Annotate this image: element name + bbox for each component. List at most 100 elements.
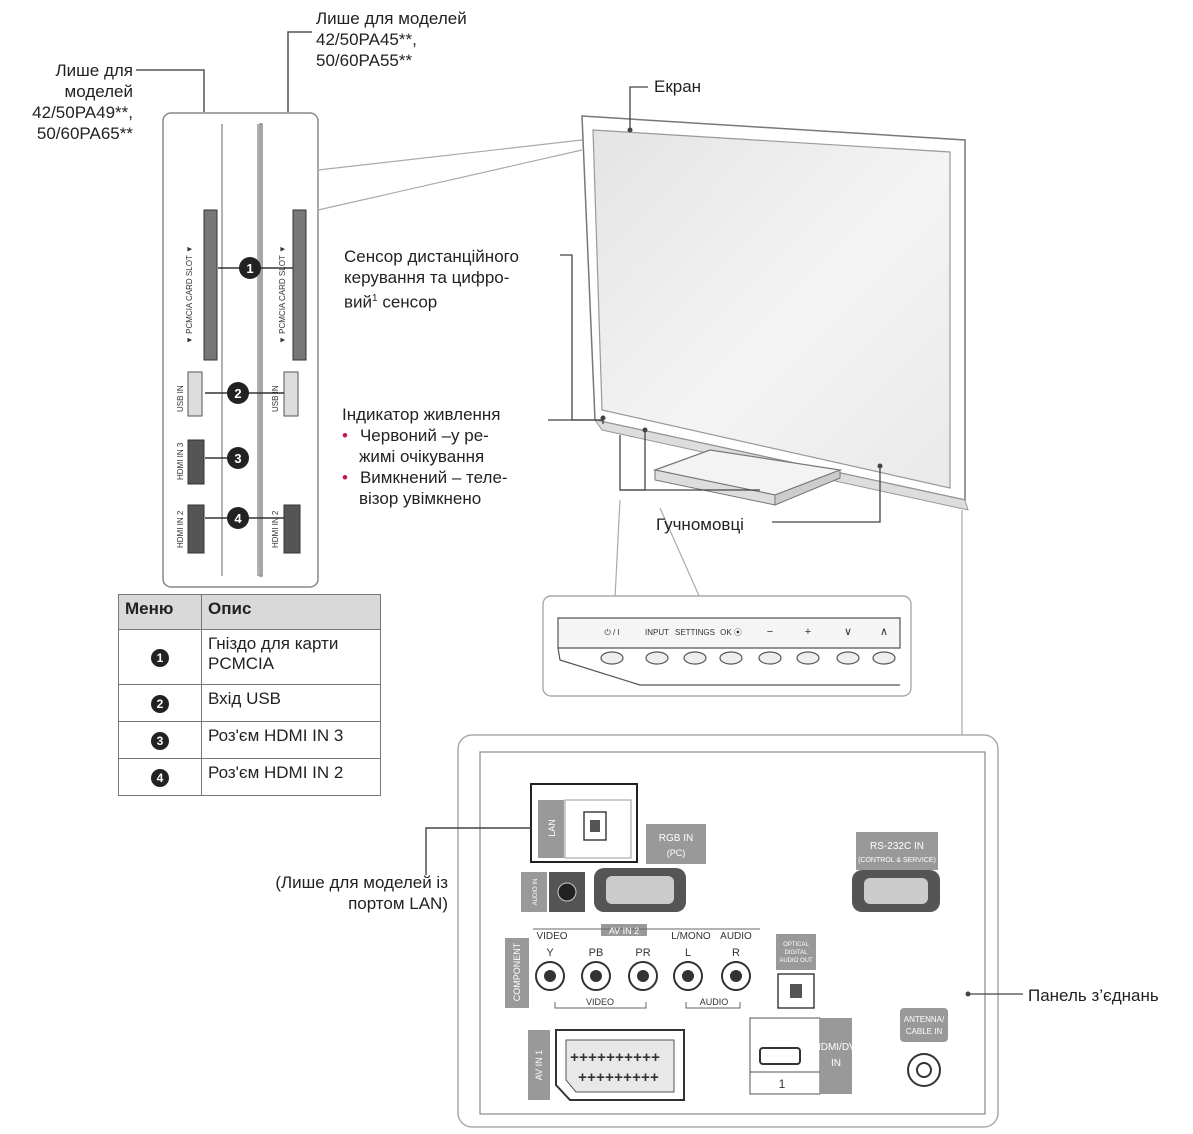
btn-up-label: ∧ [880, 626, 888, 638]
hdmi-num-label: 1 [779, 1077, 786, 1091]
optical-label-2: DIGITAL [785, 950, 809, 956]
remote-sensor-line-3: вий1 сенсор [344, 288, 519, 313]
jack-r-label: R [732, 947, 740, 959]
rs232c-label-1: RS-232C IN [870, 841, 924, 852]
antenna-label-1: ANTENNA/ [904, 1015, 945, 1024]
rgb-in-label-2: (PC) [667, 848, 686, 858]
btn-down-label: ∨ [844, 626, 852, 638]
rgb-in-label-1: RGB IN [659, 833, 693, 844]
jack-y-label: Y [546, 947, 554, 959]
remote-sensor-line-2: керування та цифро- [344, 268, 510, 287]
models-a-line-4: 50/60PA65** [36, 124, 133, 143]
models-b-line-2: 42/50PA45**, [316, 30, 417, 49]
buttons-strip [542, 595, 912, 697]
tv [581, 115, 969, 511]
component-jacks: Y PB PR L R [546, 947, 740, 959]
optical-port [776, 934, 816, 1009]
power-indicator-item-2: • Вимкнений – теле- [342, 467, 508, 488]
models-b-label: Лише для моделей 42/50PA45**, 50/60PA55*… [316, 8, 467, 71]
power-indicator-title: Індикатор живлення [342, 405, 501, 424]
models-a-line-2: моделей [64, 82, 133, 101]
av-in1-label: AV IN 1 [534, 1050, 544, 1080]
scart-port [528, 1029, 685, 1101]
speakers-label: Гучномовці [656, 515, 744, 534]
legend-num-cell: 4 [118, 758, 202, 796]
models-a-line-3: 42/50PA49**, [32, 103, 133, 122]
remote-sensor-line-3b: сенсор [377, 292, 438, 312]
footnote-marker: 1 [372, 293, 378, 304]
btn-minus-label: − [767, 626, 773, 638]
legend-header-menu: Меню [118, 594, 202, 630]
hdmi-dvi-label-2: IN [831, 1058, 841, 1069]
button-knobs [600, 651, 896, 665]
legend-desc-cell: Роз'єм HDMI IN 2 [201, 758, 381, 796]
rgb-in-port [594, 824, 706, 912]
legend-num-cell: 2 [118, 684, 202, 722]
antenna-label-2: CABLE IN [906, 1027, 943, 1036]
av-in2-group [505, 924, 760, 1009]
table-row: 1 Гніздо для карти PCMCIA [118, 629, 381, 685]
slot-label-left: ▼ PCMCIA CARD SLOT ▼ [185, 245, 194, 344]
models-a-label: Лише для моделей 42/50PA49**, 50/60PA65*… [20, 60, 133, 144]
scart-pins: ++++++++++ +++++++++ [570, 1050, 660, 1087]
usb-label-left: USB IN [176, 385, 185, 412]
video-label: VIDEO [536, 931, 567, 942]
svg-text:+++++++++: +++++++++ [578, 1070, 659, 1087]
remote-sensor-line-3a: вий [344, 292, 373, 312]
callout-badges [227, 257, 261, 529]
video-sub-label: VIDEO [586, 997, 614, 1007]
legend-num-cell: 3 [118, 721, 202, 759]
btn-settings-label: SETTINGS [675, 628, 715, 637]
rs232c-label-2: (CONTROL & SERVICE) [858, 857, 936, 864]
btn-input-label: INPUT [645, 628, 669, 637]
legend-desc-1b: PCMCIA [208, 654, 275, 673]
usb-label-right: USB IN [271, 385, 280, 412]
legend-desc-cell: Вхід USB [201, 684, 381, 722]
bullet-icon: • [342, 426, 348, 445]
tv-leader-lines [548, 86, 881, 523]
lan-only-line-2: портом LAN) [348, 894, 448, 913]
btn-plus-label: + [805, 626, 811, 638]
table-row: 4 Роз'єм HDMI IN 2 [118, 758, 381, 796]
table-row: 2 Вхід USB [118, 684, 381, 722]
lan-only-label: (Лише для моделей із портом LAN) [218, 872, 448, 914]
rs232c-port [852, 832, 940, 912]
power-item-2-line-1: Вимкнений – теле- [359, 468, 508, 487]
callout-4: 4 [234, 511, 242, 526]
audio-in-label: AUDIO IN [533, 879, 539, 906]
number-badge: 1 [151, 649, 169, 667]
screen-label: Екран [654, 77, 702, 96]
component-label: COMPONENT [512, 942, 522, 1001]
tv-dots [600, 127, 883, 469]
usb-ports [187, 371, 299, 417]
optical-label-3: AUDIO OUT [779, 958, 813, 964]
rca-jacks [535, 961, 751, 991]
callout-numbers: 1 2 3 4 [234, 261, 253, 526]
antenna-port [900, 1008, 948, 1087]
number-badge: 4 [151, 769, 169, 787]
audio-sub-label: AUDIO [700, 997, 729, 1007]
jack-pb-label: PB [589, 947, 604, 959]
lan-port-group [425, 783, 638, 875]
bullet-icon: • [342, 468, 348, 487]
power-item-2-line-2: візор увімкнено [359, 489, 482, 508]
lan-label: LAN [547, 819, 557, 837]
zoom-lines [317, 139, 583, 211]
hdmi3-label: HDMI IN 3 [176, 442, 185, 480]
button-labels: ⏻ / I INPUT SETTINGS OK ⦿ − + ∨ ∧ [604, 626, 888, 638]
pcmcia-slots [203, 209, 307, 361]
svg-text:++++++++++: ++++++++++ [570, 1050, 660, 1067]
legend-desc-1a: Гніздо для карти [208, 634, 339, 653]
hdmi-ports [187, 439, 301, 554]
connection-panel-label: Панель з’єднань [1028, 986, 1159, 1005]
models-b-line-1: Лише для моделей [316, 9, 467, 28]
callout-1: 1 [246, 261, 253, 276]
audio-in-port [521, 872, 585, 912]
power-indicator-item-1: •Червоний –у ре- [342, 425, 508, 446]
hdmi2-label-right: HDMI IN 2 [271, 510, 280, 548]
table-row: 3 Роз'єм HDMI IN 3 [118, 721, 381, 759]
lmono-label: L/MONO [671, 931, 711, 942]
legend-header-desc: Опис [201, 594, 381, 630]
jack-l-label: L [685, 947, 691, 959]
